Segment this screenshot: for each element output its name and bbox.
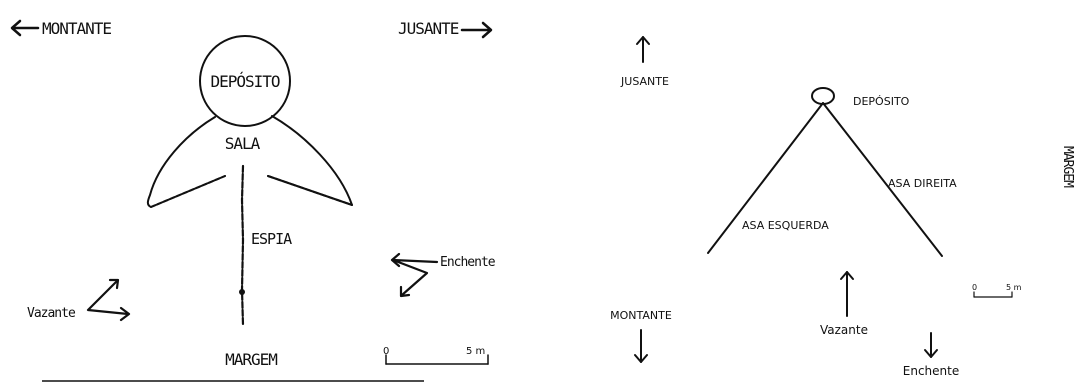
right-vazante-label: Vazante <box>820 323 868 337</box>
deposito-label: DEPÓSITO <box>210 72 279 91</box>
jusante-up-arrow-icon <box>636 36 650 63</box>
enchente-down-arrow-icon <box>924 332 938 358</box>
jusante-label: JUSANTE <box>398 19 459 38</box>
vazante-label: Vazante <box>27 306 76 321</box>
deposito-chamber <box>199 35 291 127</box>
espia-line <box>240 164 245 327</box>
montante-arrow-icon <box>10 19 40 37</box>
asa-direita-line <box>822 102 943 257</box>
asa-esquerda-line <box>707 102 824 254</box>
montante-label: MONTANTE <box>42 19 111 38</box>
left-scale-end: 5 m <box>466 346 485 357</box>
espia-knot <box>239 289 245 295</box>
jusante-arrow-icon <box>460 21 493 39</box>
right-scale-end: 5 m <box>1006 283 1022 292</box>
left-scale-start: 0 <box>383 346 389 357</box>
margem-label: MARGEM <box>225 350 277 369</box>
right-deposito-chamber <box>811 87 835 105</box>
right-margem-label: MARGEM <box>1060 146 1075 188</box>
montante-down-arrow-icon <box>634 329 648 363</box>
right-montante-label: MONTANTE <box>610 309 672 322</box>
right-jusante-label: JUSANTE <box>620 75 669 88</box>
sala-right-wing <box>267 115 353 206</box>
sala-left-wing <box>146 116 226 208</box>
right-deposito-label: DEPÓSITO <box>853 95 910 108</box>
vazante-up-arrow-icon <box>840 271 854 317</box>
vazante-arrow-icon <box>86 278 131 322</box>
right-scale-bar <box>973 291 1013 298</box>
enchente-arrow-icon <box>390 252 439 298</box>
asa-direita-label: ASA DIREITA <box>888 177 957 190</box>
enchente-label: Enchente <box>440 255 496 270</box>
right-scale-start: 0 <box>972 283 977 292</box>
sala-label: SALA <box>225 134 261 153</box>
asa-esquerda-label: ASA ESQUERDA <box>742 219 829 232</box>
right-diagram: JUSANTE DEPÓSITO ASA DIREITA ASA ESQUERD… <box>610 36 1075 378</box>
right-enchente-label: Enchente <box>903 364 959 378</box>
left-diagram: MONTANTE JUSANTE DEPÓSITO SALA ESPIA MAR… <box>10 19 497 382</box>
left-scale-bar <box>385 354 489 365</box>
espia-label: ESPIA <box>251 230 292 248</box>
